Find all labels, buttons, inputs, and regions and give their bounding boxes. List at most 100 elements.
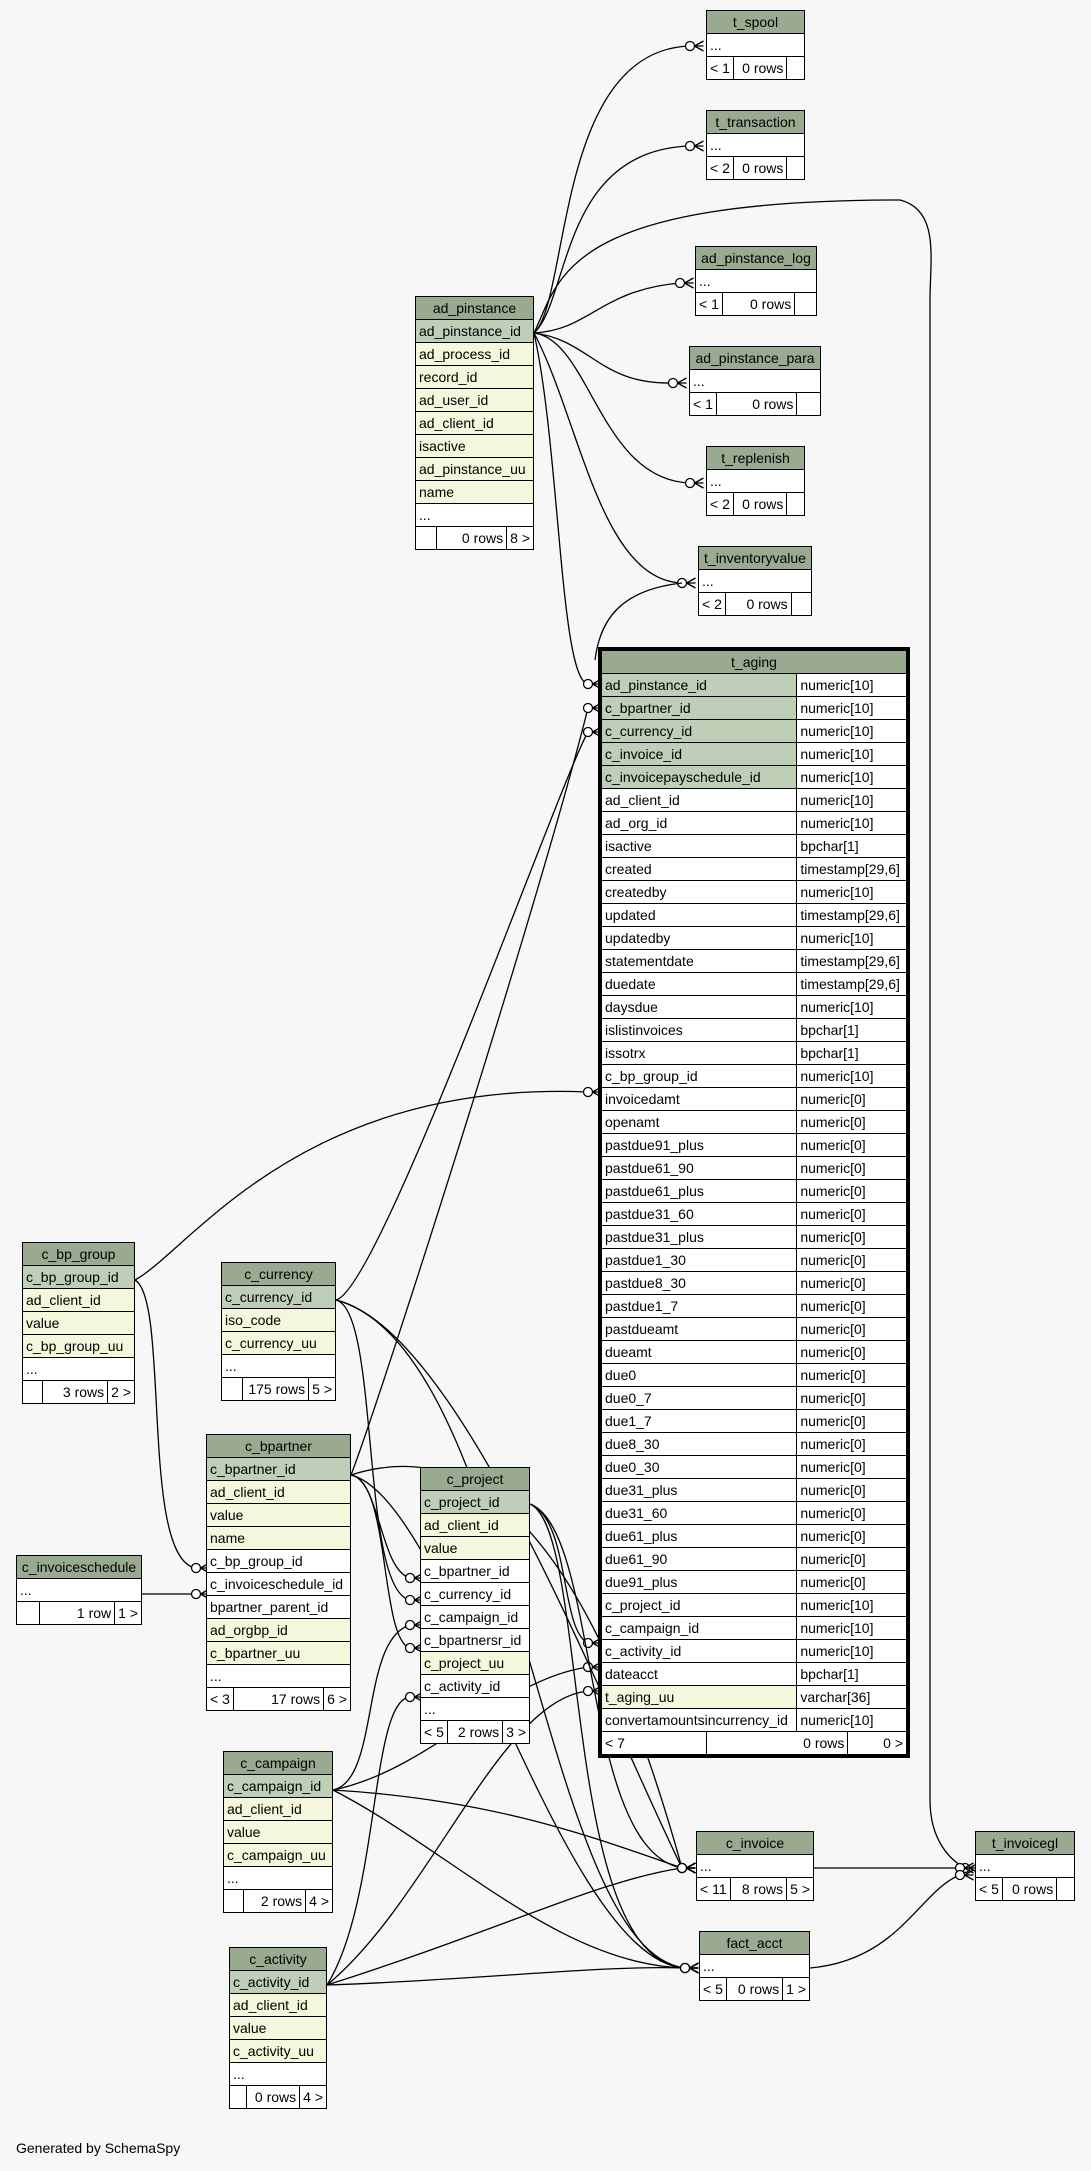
crowsfoot-marker <box>694 477 704 489</box>
relationship-line <box>533 332 674 384</box>
zero-or-many-marker <box>582 726 594 738</box>
column-type: numeric[10] <box>796 926 909 950</box>
column-name: c_invoicepayschedule_id <box>599 765 798 789</box>
crowsfoot-marker <box>686 577 696 589</box>
column-name: due0_30 <box>599 1455 798 1479</box>
table-row: ... <box>696 1854 814 1878</box>
relationship-line <box>533 332 589 685</box>
table-row: value <box>223 1820 333 1844</box>
table-row: ... <box>206 1664 351 1688</box>
relationship-line <box>533 145 691 334</box>
parent-count <box>221 1377 243 1401</box>
column-name: ad_orgbp_id <box>206 1618 351 1642</box>
column-name: pastdue1_7 <box>599 1294 798 1318</box>
column-type: varchar[36] <box>796 1685 909 1709</box>
column-name: due8_30 <box>599 1432 798 1456</box>
table-title: c_bpartner <box>206 1434 351 1458</box>
parent-count <box>16 1601 40 1625</box>
table-row: ... <box>706 133 805 157</box>
zero-or-many-marker <box>684 477 696 489</box>
column-name: dueamt <box>599 1340 798 1364</box>
column-name: name <box>206 1526 351 1550</box>
relationship-line <box>134 1090 589 1281</box>
relationship-line <box>326 1696 411 1986</box>
zero-or-many-marker <box>190 1588 202 1600</box>
child-count <box>796 392 821 416</box>
table-row: ad_client_id <box>229 1993 327 2017</box>
crowsfoot-marker <box>689 1962 699 1974</box>
table-row: bpartner_parent_id <box>206 1595 351 1619</box>
column-type: numeric[0] <box>796 1340 909 1364</box>
column-type: numeric[0] <box>796 1409 909 1433</box>
table-row: ... <box>698 569 812 593</box>
column-name: pastdue1_30 <box>599 1248 798 1272</box>
column-name: ad_user_id <box>415 388 534 412</box>
column-name: due61_plus <box>599 1524 798 1548</box>
relationship-line <box>335 731 589 1301</box>
column-name: ad_client_id <box>420 1513 530 1537</box>
column-type: numeric[0] <box>796 1317 909 1341</box>
row-count: 8 rows <box>729 1877 788 1901</box>
column-name: c_bp_group_id <box>22 1265 135 1289</box>
table-row: ... <box>229 2062 327 2086</box>
relationship-line <box>134 1279 197 1569</box>
row-count: 1 row <box>38 1601 116 1625</box>
table-row: ad_pinstance_uu <box>415 457 534 481</box>
column-type: numeric[0] <box>796 1133 909 1157</box>
column-name: ... <box>698 569 812 593</box>
table-row: ... <box>221 1354 336 1378</box>
column-name: ... <box>223 1866 333 1890</box>
column-name: ... <box>420 1697 530 1721</box>
row-count: 0 rows <box>732 156 788 180</box>
column-name: c_currency_id <box>420 1582 530 1606</box>
child-count: 8 > <box>506 526 534 550</box>
zero-or-many-marker <box>679 1962 691 1974</box>
column-type: numeric[10] <box>796 1708 909 1732</box>
column-name: updatedby <box>599 926 798 950</box>
crowsfoot-marker <box>686 1862 696 1874</box>
relationship-line <box>326 1690 589 1986</box>
row-count: 3 rows <box>42 1380 109 1404</box>
column-name: ad_client_id <box>415 411 534 435</box>
relationship-line <box>326 1867 683 1986</box>
column-type: numeric[10] <box>796 742 909 766</box>
column-type: numeric[0] <box>796 1202 909 1226</box>
column-name: due31_60 <box>599 1501 798 1525</box>
zero-or-many-marker <box>582 702 594 714</box>
table-row: value <box>229 2016 327 2040</box>
column-name: ad_client_id <box>229 1993 327 2017</box>
